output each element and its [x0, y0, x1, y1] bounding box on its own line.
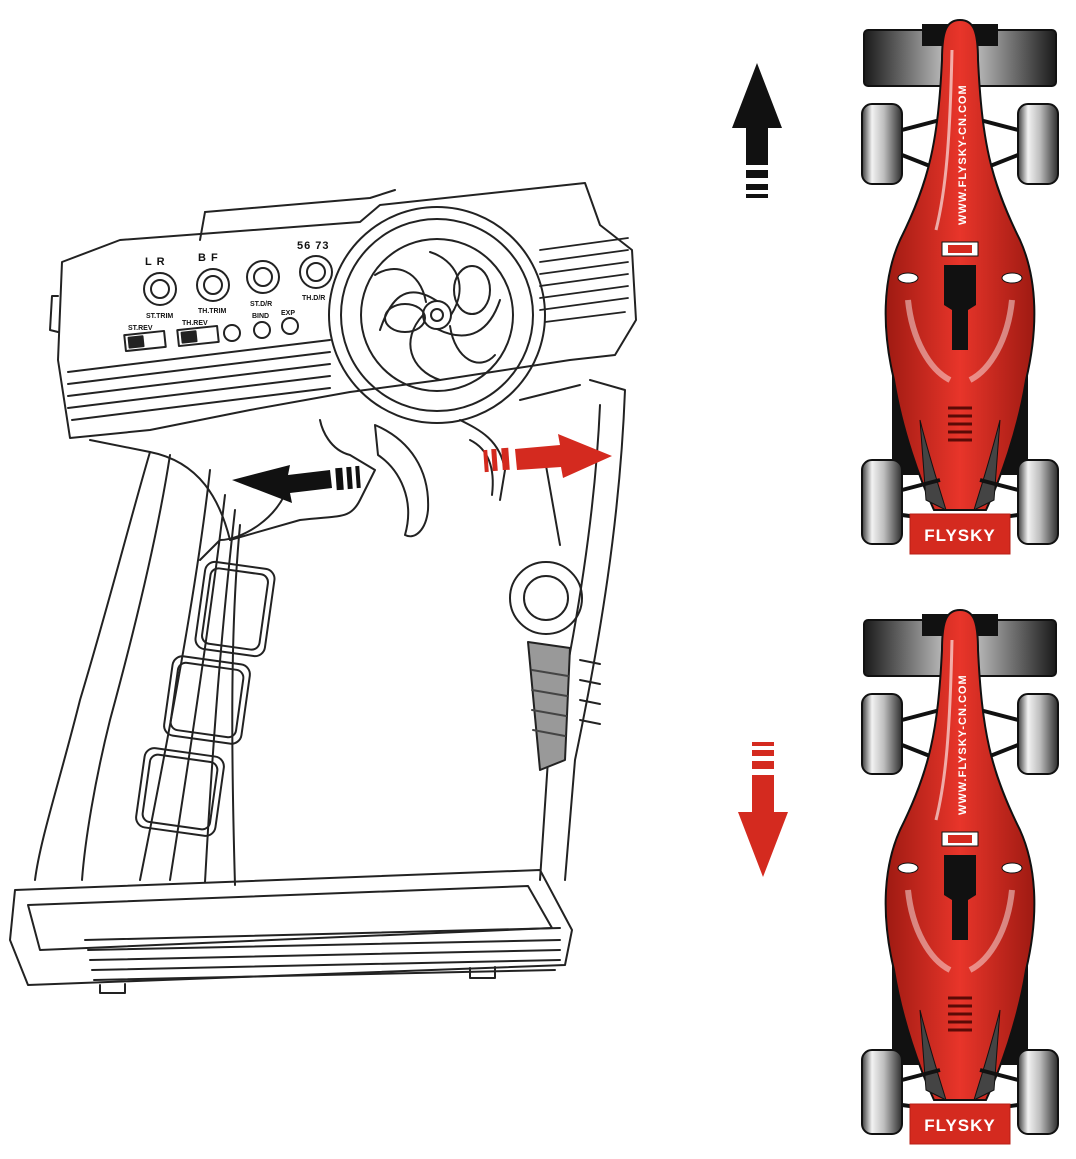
grip-pad-2	[163, 655, 251, 745]
exp-button	[253, 321, 271, 339]
switch-label-2: TH.REV	[182, 320, 208, 327]
car-2-brand: FLYSKY	[924, 1116, 996, 1135]
knob-label-2: B F	[198, 252, 219, 264]
transmitter-base	[9, 869, 573, 986]
grip-pad-1	[194, 560, 276, 658]
knob-sublabel-4: TH.D/R	[302, 295, 325, 302]
throttle-trigger	[374, 424, 430, 538]
car-1-url: WWW.FLYSKY-CN.COM	[957, 84, 969, 225]
battery-knob	[509, 561, 583, 635]
forward-direction-arrow	[732, 63, 782, 198]
transmitter-grip	[89, 419, 376, 541]
rc-car-backward: WWW.FLYSKY-CN.COM FLYSKY	[862, 610, 1058, 1144]
steering-wheel	[328, 206, 546, 424]
slot-label-1: BIND	[252, 313, 269, 320]
knob-sublabel-1: ST.TRIM	[146, 313, 173, 320]
knob-sublabel-2: TH.TRIM	[198, 308, 227, 315]
switch-th-rev	[176, 324, 220, 348]
transmitter-labels: L R B F 56 73 ST.TRIM TH.TRIM ST.D/R TH.…	[128, 240, 330, 332]
switch-label-1: ST.REV	[128, 325, 153, 332]
switch-st-rev	[123, 329, 167, 353]
transmitter-top-housing	[57, 182, 637, 439]
car-2-url: WWW.FLYSKY-CN.COM	[957, 674, 969, 815]
knob-st-dr	[246, 260, 280, 294]
trim-knobs	[143, 255, 333, 306]
push-trigger-arrow	[483, 434, 612, 478]
slot-label-2: EXP	[281, 310, 295, 317]
rev-switches	[123, 317, 299, 353]
front-grip-rubber	[527, 641, 571, 771]
backward-direction-arrow	[738, 742, 788, 877]
knob-sublabel-3: ST.D/R	[250, 301, 272, 308]
knob-label-1: L R	[145, 256, 166, 268]
knob-st-trim	[143, 272, 177, 306]
transmitter-front-body	[564, 379, 626, 881]
rc-car-forward: WWW.FLYSKY-CN.COM FLYSKY	[862, 20, 1058, 554]
transmitter-top-ridge	[204, 189, 396, 213]
knob-label-4: 56 73	[297, 240, 330, 252]
transmitter-illustration	[9, 182, 637, 994]
grip-pad-3	[135, 747, 225, 837]
bind-button	[223, 324, 241, 342]
pull-trigger-arrow	[232, 465, 361, 503]
car-1-brand: FLYSKY	[924, 526, 996, 545]
knob-th-dr	[299, 255, 333, 289]
transmitter-vent-grille	[539, 237, 629, 323]
knob-th-trim	[196, 268, 230, 302]
